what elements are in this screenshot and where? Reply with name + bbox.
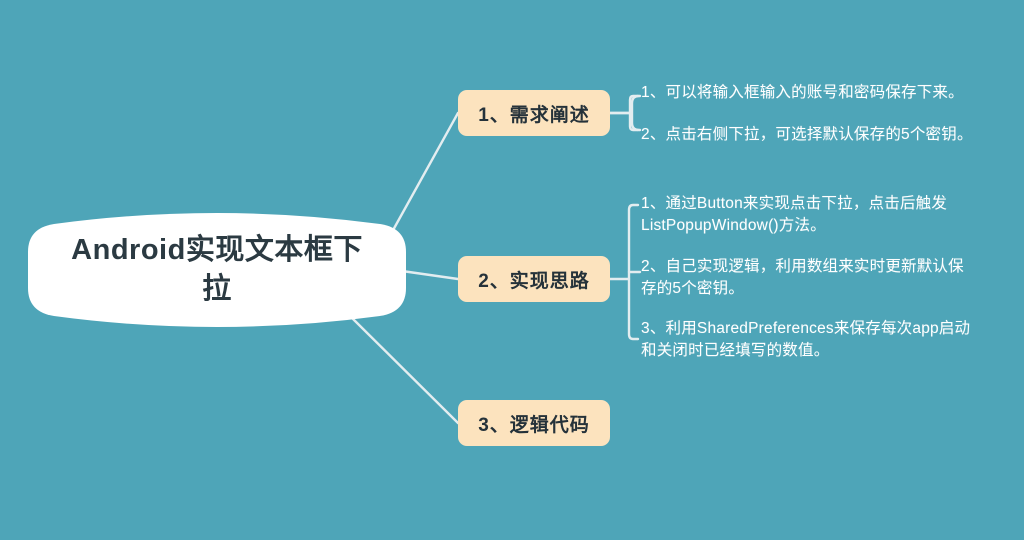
bracket-branch-2-spine (627, 203, 640, 341)
detail-item: 1、通过Button来实现点击下拉，点击后触发ListPopupWindow()… (641, 195, 948, 234)
central-node[interactable]: Android实现文本框下拉 (28, 208, 406, 332)
bracket-branch-1-spine (628, 94, 640, 132)
central-node-shape (28, 213, 406, 327)
branch-node-logic-code[interactable]: 3、逻辑代码 (458, 400, 610, 446)
branch-node-requirements[interactable]: 1、需求阐述 (458, 90, 610, 136)
bracket-branch-1 (608, 94, 642, 132)
branch-node-approach[interactable]: 2、实现思路 (458, 256, 610, 302)
detail-item: 1、可以将输入框输入的账号和密码保存下来。 (641, 84, 964, 101)
central-node-label: Android实现文本框下拉 (71, 233, 363, 305)
detail-item: 2、自己实现逻辑，利用数组来实时更新默认保存的5个密钥。 (641, 258, 964, 297)
detail-item: 3、利用SharedPreferences来保存每次app启动和关闭时已经填写的… (641, 320, 971, 359)
edge-central-to-branch-2 (400, 269, 460, 281)
detail-item: 2、点击右侧下拉，可选择默认保存的5个密钥。 (641, 126, 973, 143)
